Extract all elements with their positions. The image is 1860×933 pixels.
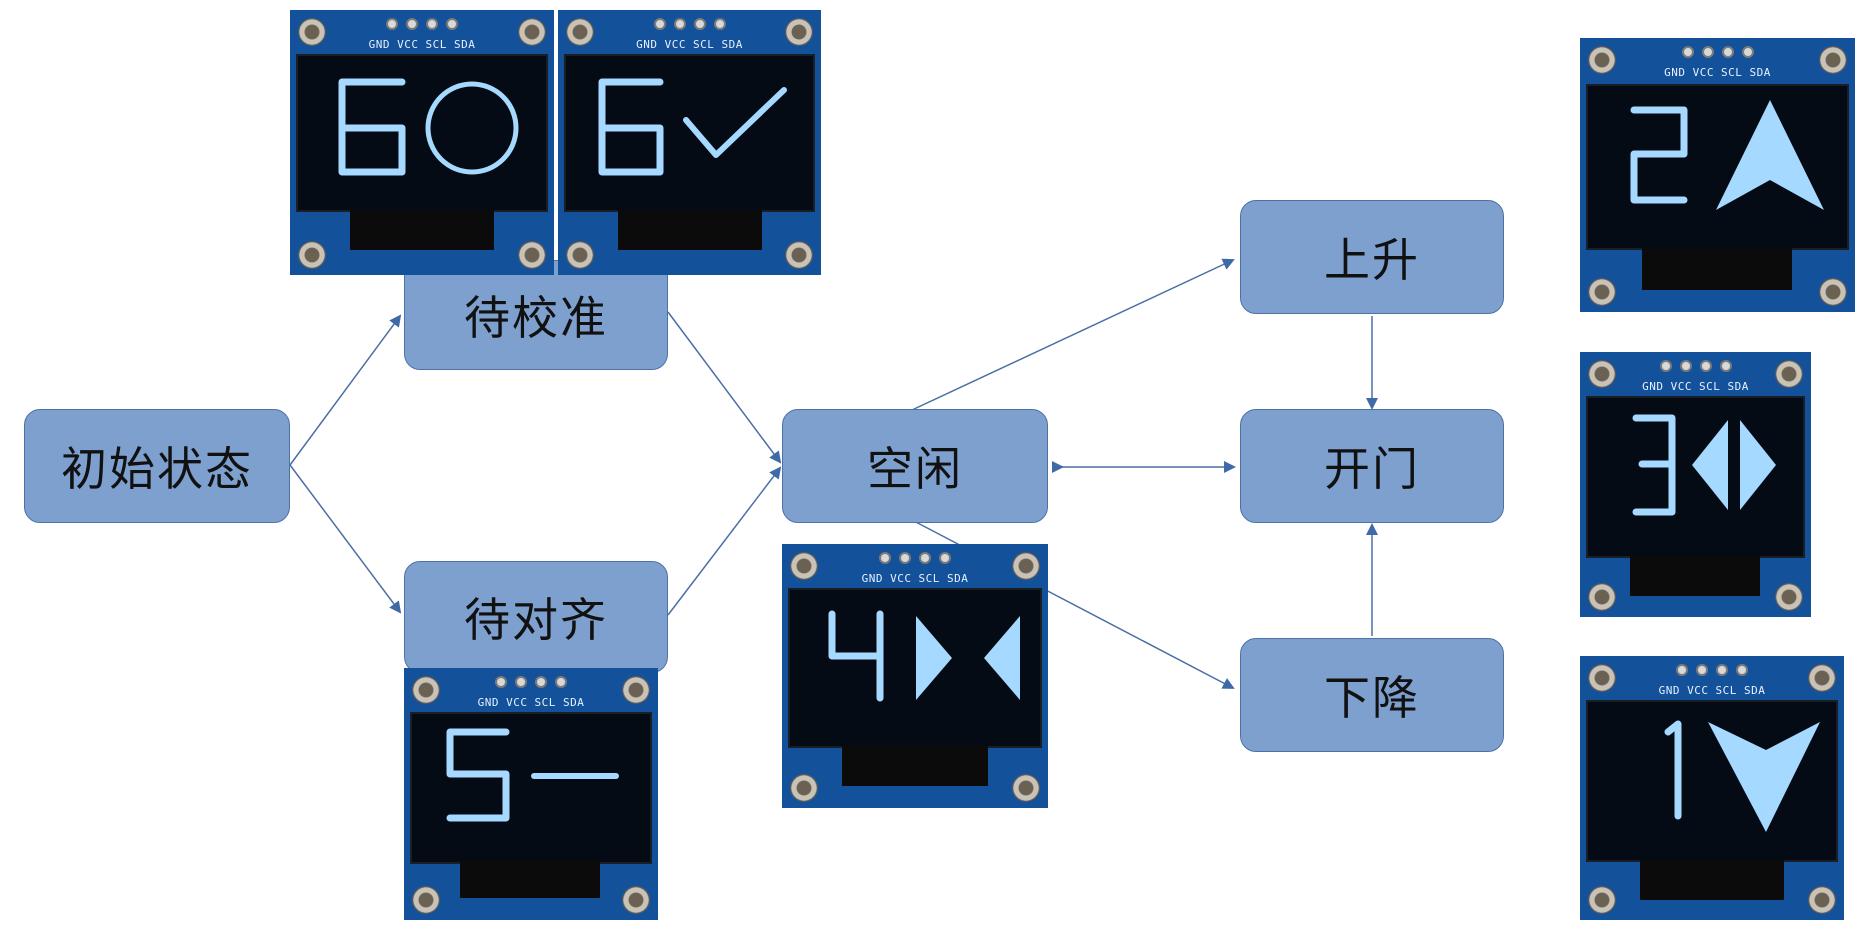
edge-initial-calibrate xyxy=(289,314,402,466)
mount-hole xyxy=(622,676,650,704)
mount-hole xyxy=(566,241,594,269)
mount-hole xyxy=(1588,46,1616,74)
check-icon xyxy=(683,87,787,158)
pin-label: GND VCC SCL SDA xyxy=(1664,66,1771,79)
digit-six-and-circle-glyph xyxy=(338,78,519,176)
mount-hole xyxy=(518,18,546,46)
circle-icon xyxy=(425,81,519,175)
edge-calibrate-idle xyxy=(667,311,782,464)
oled-align-dash: GND VCC SCL SDA xyxy=(404,668,658,920)
mount-hole xyxy=(566,18,594,46)
mount-hole xyxy=(1012,552,1040,580)
oled-down-arrow: GND VCC SCL SDA xyxy=(1580,656,1844,920)
header-pins xyxy=(1681,46,1754,58)
screen-ribbon xyxy=(618,210,762,250)
edge-idle-up xyxy=(911,258,1235,411)
pin-label: GND VCC SCL SDA xyxy=(1658,684,1766,697)
screen-ribbon xyxy=(1642,248,1792,290)
arrow-up-icon xyxy=(1716,100,1824,210)
pin-label: GND VCC SCL SDA xyxy=(368,38,476,51)
digit-three-and-door-close-glyph xyxy=(1632,414,1776,516)
header-pins xyxy=(1659,360,1732,372)
mount-hole xyxy=(1808,886,1836,914)
digit-five-and-dash-glyph xyxy=(446,728,619,822)
oled-screen xyxy=(296,54,548,212)
node-idle: 空闲 xyxy=(782,409,1048,523)
mount-hole xyxy=(412,676,440,704)
screen-ribbon xyxy=(842,746,988,786)
mount-hole xyxy=(1819,46,1847,74)
mount-hole xyxy=(298,241,326,269)
door-open-icon xyxy=(916,616,1020,700)
mount-hole xyxy=(790,552,818,580)
mount-hole xyxy=(785,18,813,46)
arrow-down-icon xyxy=(1708,722,1820,832)
node-down: 下降 xyxy=(1240,638,1504,752)
screen-ribbon xyxy=(460,860,600,898)
mount-hole xyxy=(1808,664,1836,692)
mount-hole xyxy=(1775,583,1803,611)
pin-label: GND VCC SCL SDA xyxy=(477,696,585,709)
screen-ribbon xyxy=(1640,860,1784,900)
node-door: 开门 xyxy=(1240,409,1504,523)
mount-hole xyxy=(1588,886,1616,914)
mount-hole xyxy=(785,241,813,269)
mount-hole xyxy=(1588,360,1616,388)
digit-four-and-door-open-glyph xyxy=(828,610,1020,702)
door-close-icon xyxy=(1692,420,1776,510)
screen-ribbon xyxy=(350,210,494,250)
mount-hole xyxy=(790,774,818,802)
mount-hole xyxy=(1775,360,1803,388)
oled-calibrate-check: GND VCC SCL SDA xyxy=(558,10,821,275)
node-align: 待对齐 xyxy=(404,561,668,673)
pin-label: GND VCC SCL SDA xyxy=(1642,380,1749,393)
header-pins xyxy=(1676,664,1748,676)
oled-idle-door-open: GND VCC SCL SDA xyxy=(782,544,1048,808)
mount-hole xyxy=(1588,664,1616,692)
mount-hole xyxy=(622,886,650,914)
header-pins xyxy=(653,18,726,30)
edge-initial-align xyxy=(289,464,402,614)
digit-six-and-check-glyph xyxy=(598,78,787,176)
header-pins xyxy=(495,676,567,688)
pin-label: GND VCC SCL SDA xyxy=(636,38,743,51)
mount-hole xyxy=(1588,278,1616,306)
header-pins xyxy=(879,552,951,564)
digit-two-and-arrow-up-glyph xyxy=(1630,100,1824,210)
pin-label: GND VCC SCL SDA xyxy=(861,572,969,585)
digit-one-and-arrow-down-glyph xyxy=(1664,720,1820,832)
mount-hole xyxy=(412,886,440,914)
oled-calibrate-circle: GND VCC SCL SDA xyxy=(290,10,554,275)
node-calibrate: 待校准 xyxy=(404,260,668,370)
node-up: 上升 xyxy=(1240,200,1504,314)
oled-door-close: GND VCC SCL SDA xyxy=(1580,352,1811,617)
oled-up-arrow: GND VCC SCL SDA xyxy=(1580,38,1855,312)
mount-hole xyxy=(1819,278,1847,306)
mount-hole xyxy=(1012,774,1040,802)
edge-align-idle xyxy=(667,466,782,616)
node-initial: 初始状态 xyxy=(24,409,290,523)
header-pins xyxy=(386,18,458,30)
mount-hole xyxy=(298,18,326,46)
screen-ribbon xyxy=(1630,556,1760,596)
mount-hole xyxy=(1588,583,1616,611)
oled-screen xyxy=(1586,84,1849,250)
mount-hole xyxy=(518,241,546,269)
